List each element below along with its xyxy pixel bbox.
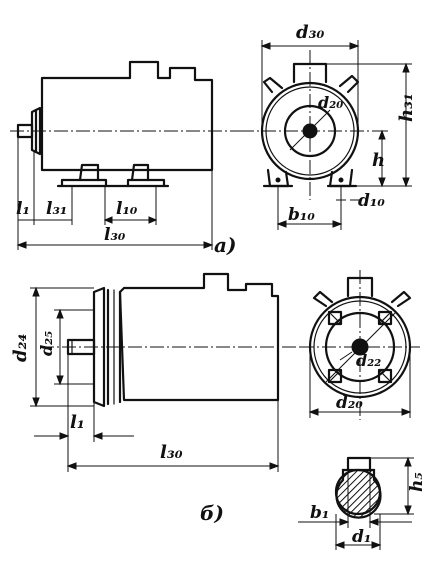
flange-mounted-motor-side-view [40,272,300,408]
top-end-dimensions [260,40,412,230]
label-l10: l₁₀ [116,199,138,219]
label-l31: l₃₁ [46,199,67,219]
label-d1: d₁ [352,527,371,547]
caption-b: б) [200,501,224,525]
label-d30: d₃₀ [296,22,324,43]
label-d24: d₂₄ [10,334,31,362]
bottom-side-dimensions [30,286,280,472]
label-b10: b₁₀ [288,205,315,225]
label-h5: h₅ [407,472,427,492]
foot-mounted-motor-end-view [240,50,372,200]
top-side-dimensions [16,137,214,250]
label-l1-bottom: l₁ [70,412,85,433]
label-b1: b₁ [310,503,329,523]
foot-mounted-motor-side-view [10,60,240,188]
label-l1-top: l₁ [16,199,30,219]
shaft-key-section [334,456,382,519]
bottom-end-dimensions [308,347,412,418]
label-h31: h₃₁ [396,93,417,122]
label-d20-bottom: d₂₀ [336,393,363,413]
caption-a: a) [214,233,236,257]
label-d20-top: d₂₀ [318,93,343,112]
label-h: h [372,150,385,171]
label-d25: d₂₅ [37,331,56,356]
label-l30-top: l₃₀ [104,225,126,245]
key-section-dimensions [298,456,414,550]
label-d22: d₂₂ [356,351,381,370]
label-l30-bottom: l₃₀ [160,442,183,463]
label-d10: d₁₀ [358,191,385,211]
